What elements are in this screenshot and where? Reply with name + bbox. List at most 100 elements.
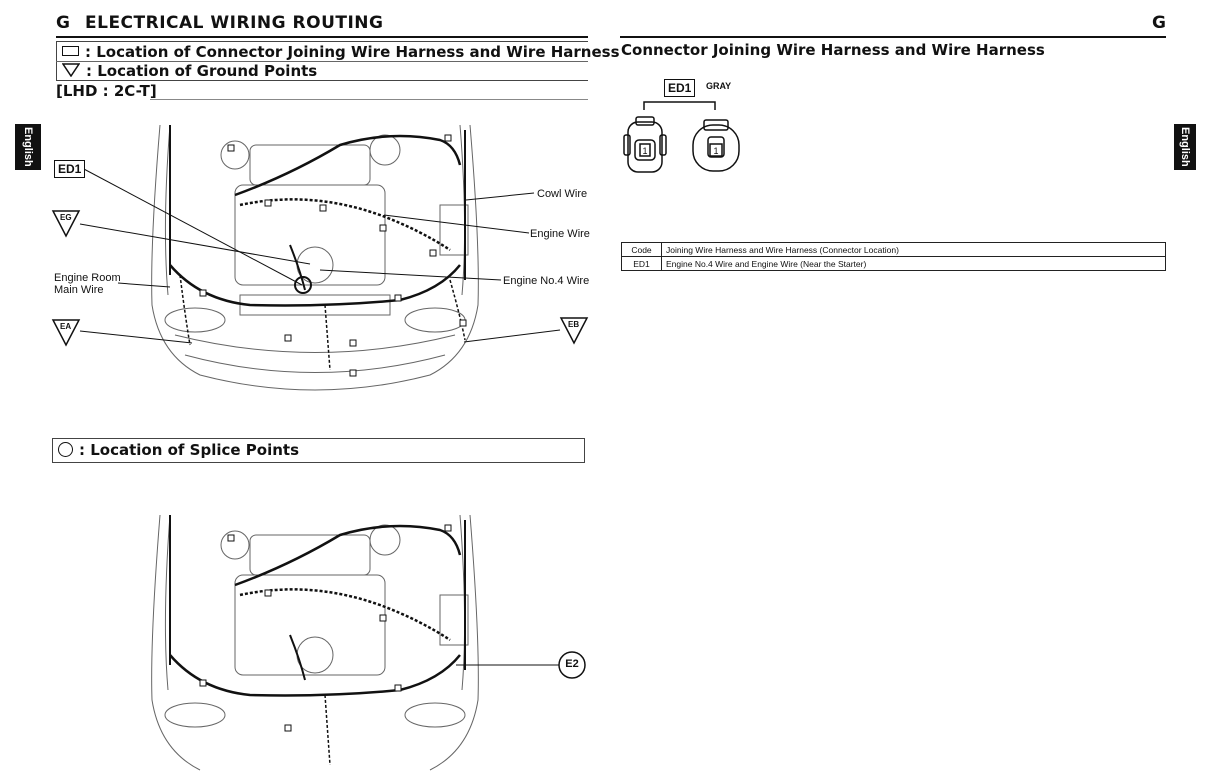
leader-ea xyxy=(79,330,193,344)
harness-connector xyxy=(459,319,467,327)
leader-eg xyxy=(79,223,311,265)
harness-connector xyxy=(444,524,452,532)
cowl-harness xyxy=(234,134,462,197)
harness-connector xyxy=(264,199,272,207)
splice-e2-label: E2 xyxy=(565,658,579,670)
legend-connector: : Location of Connector Joining Wire Har… xyxy=(62,43,620,61)
center-lead xyxy=(324,304,331,371)
brake-master xyxy=(220,140,250,170)
ground-lead-right xyxy=(449,279,466,341)
harness-connector xyxy=(284,334,292,342)
diagram-2-leaders xyxy=(456,651,586,679)
splice-e2-icon xyxy=(558,651,586,679)
harness-connector xyxy=(349,369,357,377)
harness-connector xyxy=(429,249,437,257)
harness-connector xyxy=(199,289,207,297)
harness-connector xyxy=(394,294,402,302)
legend-box-divider xyxy=(56,61,588,62)
pin-label-female: 1 xyxy=(642,146,647,156)
harness-connector xyxy=(227,534,235,542)
language-tab-left: English xyxy=(15,124,41,170)
splice-symbol-icon xyxy=(58,442,73,457)
ed1-code-badge: ED1 xyxy=(54,160,86,178)
bumper-line-2 xyxy=(184,354,446,373)
legend-ground: : Location of Ground Points xyxy=(61,62,318,80)
harness-connector xyxy=(284,724,292,732)
ground-eg-label: EG xyxy=(60,213,72,222)
hood-edge-left xyxy=(164,514,171,691)
connector-code-table: Code Joining Wire Harness and Wire Harne… xyxy=(621,242,1166,271)
air-cleaner xyxy=(369,524,401,556)
header-rule-left xyxy=(56,36,588,38)
main-harness-front xyxy=(169,654,461,697)
ground-lead-left xyxy=(179,274,191,346)
connector-male xyxy=(692,119,740,172)
cylinder-head xyxy=(249,144,371,186)
legend-ground-text: : Location of Ground Points xyxy=(86,62,318,80)
center-lead xyxy=(324,694,331,766)
variant-label: [LHD : 2C-T] xyxy=(56,82,157,100)
harness-connector xyxy=(264,589,272,597)
legend-splice-text: : Location of Splice Points xyxy=(79,441,299,459)
legend-splice: : Location of Splice Points xyxy=(58,441,299,459)
ground-eg-icon xyxy=(51,210,81,238)
leader-eb xyxy=(463,329,561,343)
harness-connector xyxy=(319,204,327,212)
leader-engine xyxy=(383,214,530,234)
connector-ed1-drawing: 1 1 xyxy=(623,101,740,173)
harness-connector xyxy=(444,134,452,142)
ed1-connector-location xyxy=(294,276,312,294)
connector-color-label: GRAY xyxy=(706,81,732,91)
radiator xyxy=(239,294,391,316)
cowl-harness xyxy=(234,524,462,587)
body-outline xyxy=(151,514,479,771)
hood-edge-left xyxy=(164,124,171,296)
section-letter-right: G xyxy=(1152,13,1167,33)
cylinder-head xyxy=(249,534,371,576)
leader-engine-room-main xyxy=(117,282,171,288)
battery xyxy=(439,594,469,646)
harness-connector xyxy=(394,684,402,692)
connector-code-badge: ED1 xyxy=(664,79,696,97)
harness-connector xyxy=(199,679,207,687)
pin-label-male: 1 xyxy=(713,146,718,156)
header-rule-right xyxy=(620,36,1166,38)
label-engine-no4-wire: Engine No.4 Wire xyxy=(503,275,590,287)
connector-female xyxy=(623,116,667,173)
table-header-code: Code xyxy=(621,242,662,257)
engine-harness xyxy=(239,198,451,252)
main-harness-front xyxy=(169,264,461,307)
variant-rule xyxy=(150,99,588,100)
connector-symbol-icon xyxy=(62,46,79,56)
label-engine-room-main-1: Engine Room xyxy=(54,272,121,284)
table-row: ED1 Engine No.4 Wire and Engine Wire (Ne… xyxy=(621,256,1166,271)
diagram-1-leaders xyxy=(51,167,589,347)
engine-wiring-diagram-1 xyxy=(151,124,479,391)
engine-harness xyxy=(239,588,451,642)
leader-ed1 xyxy=(81,167,303,286)
ground-symbol-icon xyxy=(61,63,81,78)
ground-eb-label: EB xyxy=(568,320,580,329)
headlamp-left xyxy=(164,307,226,333)
leader-cowl xyxy=(465,192,535,201)
bumper-line xyxy=(174,334,456,353)
label-engine-wire: Engine Wire xyxy=(530,228,590,240)
starter-harness xyxy=(289,634,306,681)
ground-ea-label: EA xyxy=(60,322,72,331)
air-cleaner xyxy=(369,134,401,166)
leader-engine-no4 xyxy=(319,269,502,281)
body-outline xyxy=(151,124,479,391)
harness-connector xyxy=(379,614,387,622)
table-cell-code: ED1 xyxy=(621,256,662,271)
table-header-location: Joining Wire Harness and Wire Harness (C… xyxy=(661,242,1166,257)
battery xyxy=(439,204,469,256)
harness-connector xyxy=(227,144,235,152)
splice-legend-box xyxy=(52,438,585,463)
pair-bracket xyxy=(643,101,716,110)
table-header-row: Code Joining Wire Harness and Wire Harne… xyxy=(621,242,1166,257)
language-tab-right: English xyxy=(1174,124,1196,170)
right-title: Connector Joining Wire Harness and Wire … xyxy=(621,41,1045,59)
harness-connector xyxy=(379,224,387,232)
label-engine-room-main-2: Main Wire xyxy=(54,284,104,296)
page-title: ELECTRICAL WIRING ROUTING xyxy=(85,13,384,33)
